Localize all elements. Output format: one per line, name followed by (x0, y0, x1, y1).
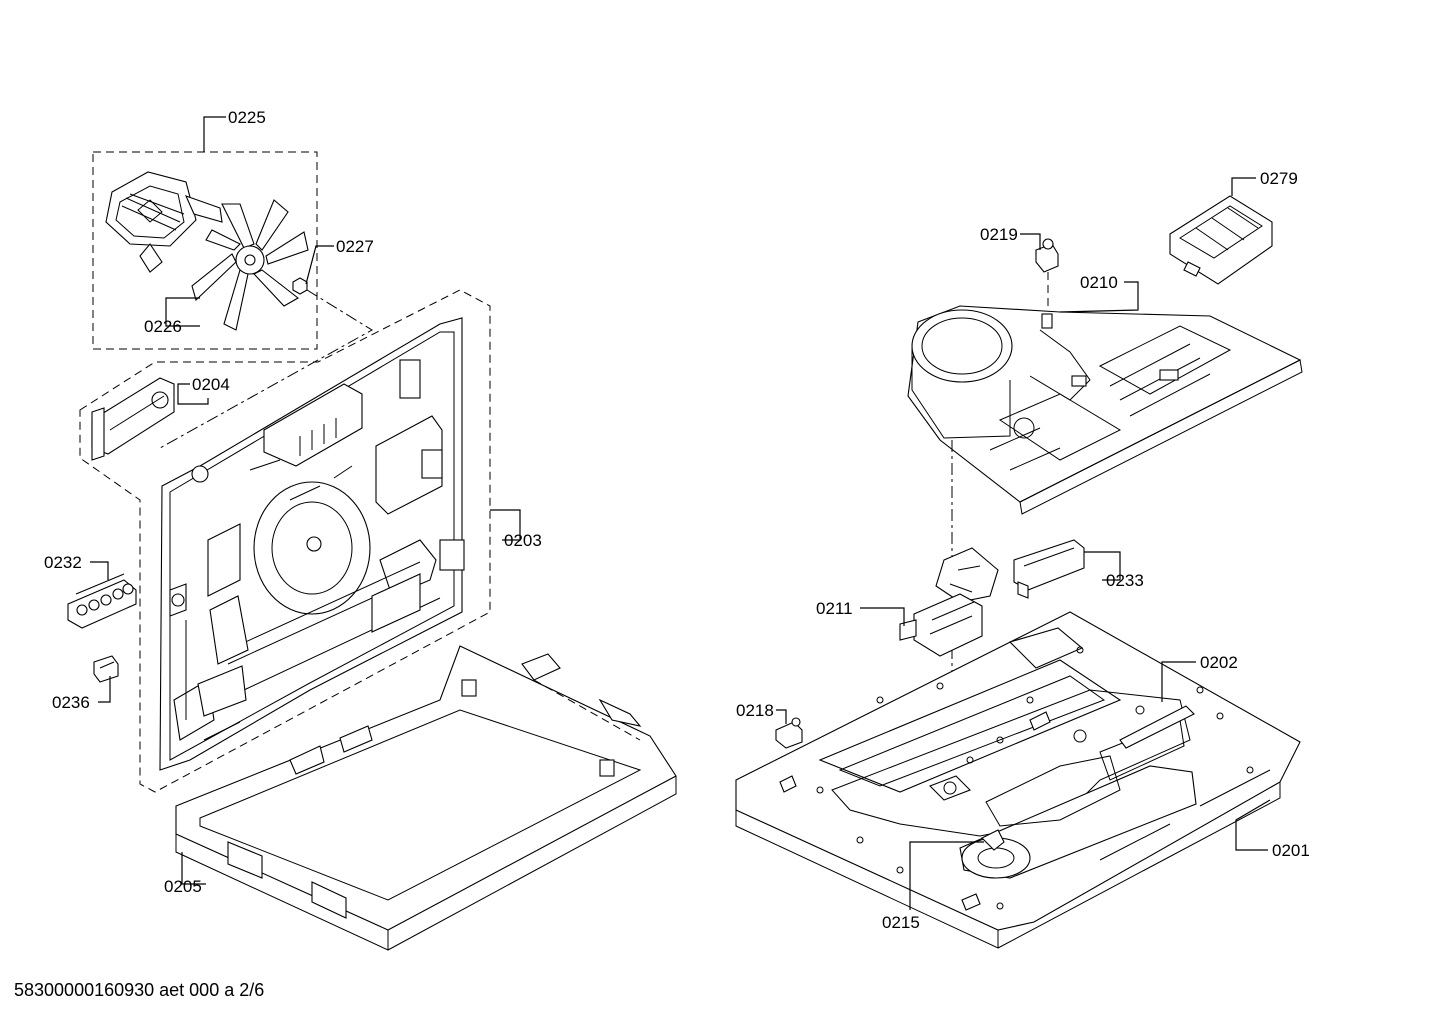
label-0232: 0232 (44, 553, 82, 572)
label-0215: 0215 (882, 913, 920, 932)
label-0201: 0201 (1272, 841, 1310, 860)
label-0236: 0236 (52, 693, 90, 712)
fan-housing-0210 (907, 305, 1303, 515)
leader-lines (90, 116, 1271, 910)
terminal-block-0232 (67, 573, 137, 629)
cooling-fan-0211 (899, 547, 999, 657)
switch-0218 (775, 717, 803, 749)
relay-board-0279 (1169, 195, 1273, 285)
connector-0236 (93, 655, 119, 683)
bracket-0204 (91, 377, 175, 461)
label-0203: 0203 (504, 531, 542, 550)
label-0225: 0225 (228, 108, 266, 127)
base-frame-0205 (175, 645, 677, 951)
label-0233: 0233 (1106, 571, 1144, 590)
sensor-0219 (1035, 238, 1059, 273)
label-0205: 0205 (164, 877, 202, 896)
label-0218: 0218 (736, 701, 774, 720)
label-0211: 0211 (816, 599, 853, 618)
base-plate-0201 (735, 611, 1301, 949)
label-0226: 0226 (144, 317, 182, 336)
label-0279: 0279 (1260, 169, 1298, 188)
label-0204: 0204 (192, 375, 230, 394)
label-0210: 0210 (1080, 273, 1118, 292)
fan-motor-group (92, 151, 318, 350)
document-code: 58300000160930 aet 000 a 2/6 (14, 980, 265, 1000)
part-labels: 0225 0227 0226 0204 0203 0232 0236 0205 … (44, 108, 1310, 932)
back-panel (159, 317, 465, 771)
bracket-0233 (1013, 539, 1085, 599)
label-0227: 0227 (336, 237, 374, 256)
label-0202: 0202 (1200, 653, 1238, 672)
label-0219: 0219 (980, 225, 1018, 244)
